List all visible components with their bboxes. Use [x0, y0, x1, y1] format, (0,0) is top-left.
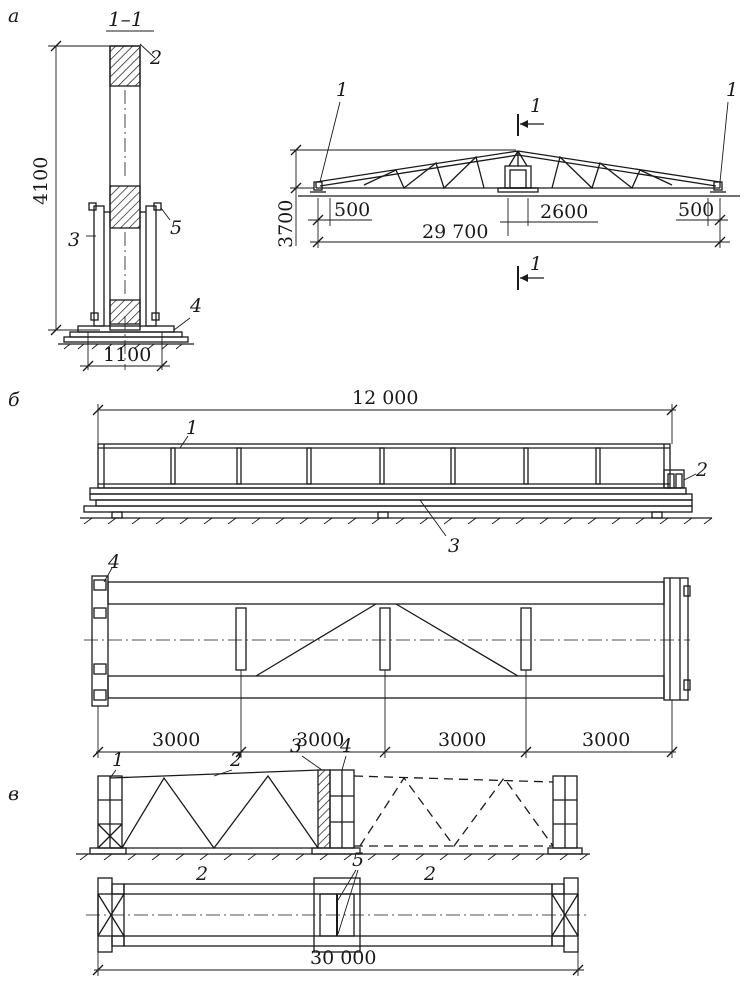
callout-2-a: 2 [149, 47, 162, 69]
dim-29700: 29 700 [422, 221, 488, 243]
end-stand-left [91, 575, 109, 707]
panel-label-v: в [8, 783, 19, 805]
panel-a: а 1–1 4100 [8, 5, 740, 372]
callout-4-a: 4 [189, 295, 202, 317]
dim-2600: 2600 [540, 201, 588, 223]
callout-5-a: 5 [170, 217, 182, 239]
platform-top [89, 487, 687, 495]
section-mark-top: 1 [530, 95, 542, 117]
dim-30000: 30 000 [310, 947, 376, 969]
dim-3000-1: 3000 [152, 729, 200, 751]
callout-1-left: 1 [336, 79, 348, 101]
callout-1-right: 1 [726, 79, 738, 101]
truss-plan-view: 4 3000 3000 3000 3000 [84, 551, 691, 758]
ground-hatch-b [80, 517, 713, 525]
clamp-right [153, 202, 162, 211]
panel-b: б 12 000 [8, 387, 713, 758]
callout-3-v: 3 [290, 735, 302, 757]
callout-2-plan-left: 2 [195, 863, 208, 885]
plan-chord-bottom [123, 935, 553, 947]
chord-top [107, 581, 665, 605]
dim-3700: 3700 [275, 200, 297, 248]
callout-4-v: 4 [339, 735, 352, 757]
brace-right [395, 603, 519, 677]
truss-top-chord-next [353, 775, 554, 783]
stand-center [311, 769, 361, 855]
stand-post-right [145, 205, 157, 327]
callout-2-v: 2 [229, 749, 242, 771]
web-left [363, 155, 485, 190]
callout-3-a: 3 [68, 229, 80, 251]
truss-plan-view-v: 2 2 5 30 000 [86, 849, 590, 976]
callout-4-b: 4 [107, 551, 120, 573]
dim-500-right: 500 [678, 199, 714, 221]
section-view-1-1: 1–1 4100 [30, 7, 202, 372]
stand-left [89, 775, 127, 855]
truss-elevation-a: 1 [275, 79, 740, 290]
truss-web-next [359, 776, 554, 848]
verticals [170, 447, 601, 485]
platform-base [83, 505, 693, 513]
dim-3000-3: 3000 [438, 729, 486, 751]
truss-elevation-v: 1 2 3 4 [76, 735, 590, 861]
top-chord-section [109, 45, 141, 87]
support-right [713, 181, 723, 191]
ground-hatch-v [76, 853, 590, 861]
clamp-left [88, 202, 97, 211]
stand-post-left [93, 205, 105, 327]
chord-bottom [107, 675, 665, 699]
truss-top-chord-installed [109, 769, 321, 779]
callout-1-b: 1 [186, 417, 198, 439]
center-stand [504, 165, 532, 189]
callout-1-v: 1 [112, 749, 124, 771]
callout-3-b: 3 [448, 535, 460, 557]
brace-left [255, 603, 377, 677]
top-chord-right [517, 150, 721, 183]
plan-chord-top [123, 883, 553, 895]
dim-3000-4: 3000 [582, 729, 630, 751]
truss-side-elevation: 1 2 3 [80, 417, 713, 557]
base-plate [77, 325, 175, 333]
callout-5-v: 5 [352, 849, 364, 871]
truss-web-installed [121, 774, 319, 850]
dim-1100: 1100 [103, 344, 151, 366]
section-title: 1–1 [108, 7, 143, 31]
base-sleepers [63, 336, 189, 343]
dim-12000: 12 000 [352, 387, 418, 409]
dim-4100: 4100 [30, 157, 52, 205]
dim-500-left: 500 [334, 199, 370, 221]
web-right [551, 155, 673, 190]
end-stand-right [663, 577, 689, 701]
callout-2-plan-right: 2 [423, 863, 436, 885]
top-chord-left [315, 150, 519, 183]
callout-2-b: 2 [695, 459, 708, 481]
dim-3000-2: 3000 [296, 729, 344, 751]
panel-label-b: б [8, 389, 20, 411]
panel-v: в [8, 735, 590, 976]
panel-label-a: а [8, 5, 19, 27]
support-left [313, 181, 323, 191]
chord-section-middle [109, 185, 141, 229]
stand-right [547, 775, 583, 855]
section-mark-bottom: 1 [530, 253, 542, 275]
